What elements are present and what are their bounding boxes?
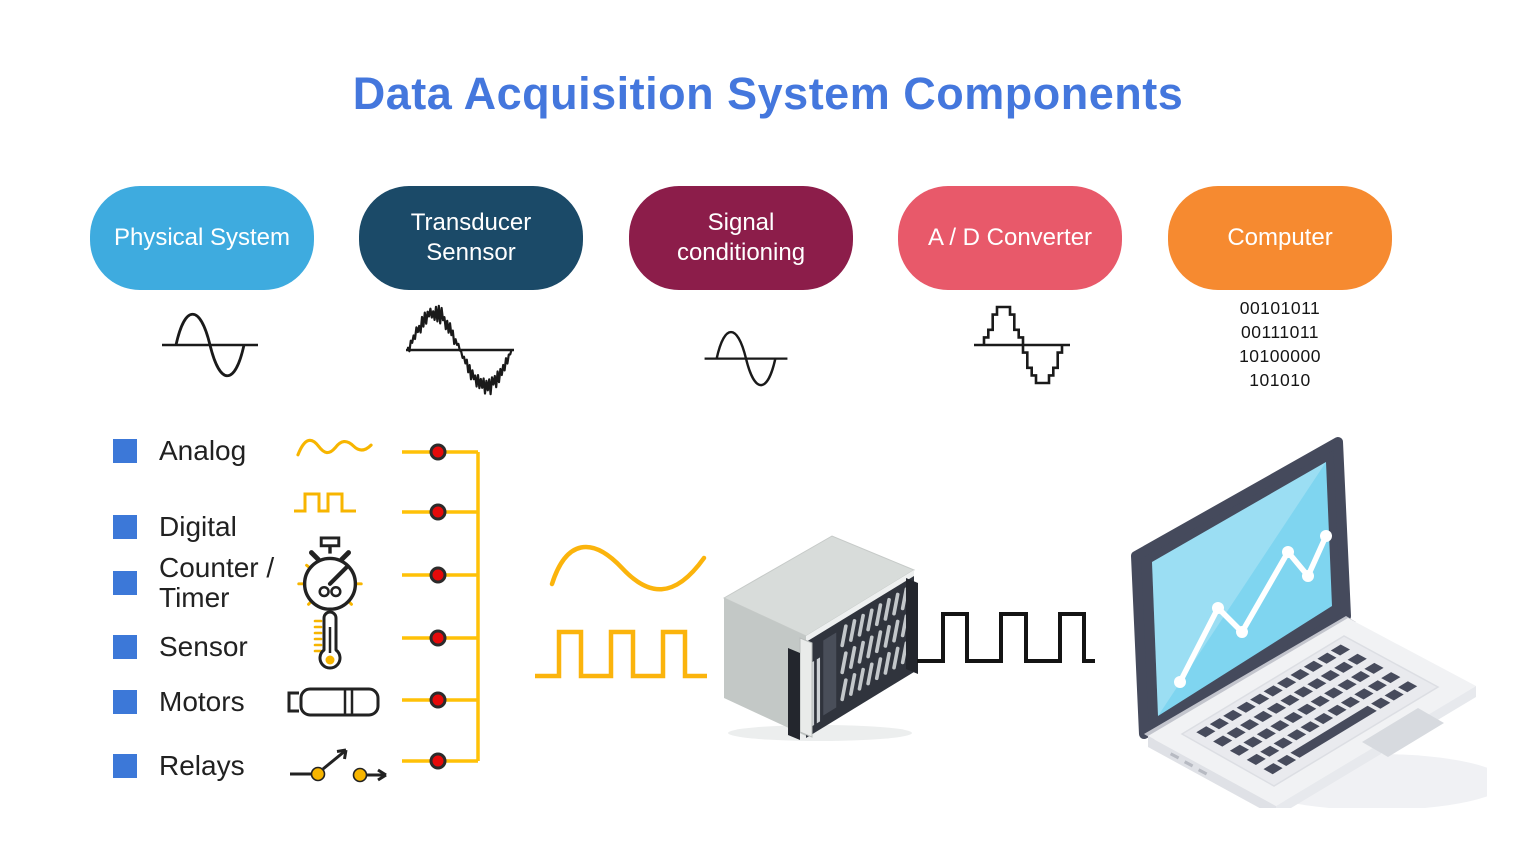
list-item-relays: Relays <box>113 746 309 786</box>
thermometer-icon <box>313 610 342 670</box>
quantized-sine-wave-icon <box>974 305 1070 385</box>
binary-line: 10100000 <box>1239 346 1321 366</box>
io-bus-wires <box>402 443 480 770</box>
laptop-line-chart <box>1131 437 1487 808</box>
digital-pulse-icon <box>294 492 356 513</box>
io-label: Digital <box>159 511 237 543</box>
sine-wave-icon <box>704 330 788 387</box>
digital-signal-square <box>535 629 707 679</box>
binary-line: 101010 <box>1249 370 1311 390</box>
bullet-square <box>113 754 137 778</box>
daq-chassis <box>722 535 918 741</box>
io-label: Analog <box>159 435 247 467</box>
motor-icon <box>287 687 380 717</box>
list-item-digital: Digital <box>113 507 309 547</box>
stopwatch-icon <box>297 536 363 618</box>
bullet-square <box>113 690 137 714</box>
stage-label: Physical System <box>113 224 291 251</box>
bullet-square <box>113 635 137 659</box>
stage-pill-physical-system: Physical System <box>90 186 314 290</box>
list-item-sensor: Sensor <box>113 627 309 667</box>
noisy-sine-wave-icon <box>406 304 514 396</box>
binary-line: 00101011 <box>1239 298 1321 318</box>
bullet-square <box>113 439 137 463</box>
list-item-analog: Analog <box>113 431 309 471</box>
list-item-motors: Motors <box>113 682 309 722</box>
stage-pill-ad-converter: A / D Converter <box>898 186 1122 290</box>
stage-pill-transducer-sensor: Transducer Sennsor <box>359 186 583 290</box>
io-label: Relays <box>159 750 245 782</box>
binary-line: 00111011 <box>1241 322 1319 342</box>
stage-label: A / D Converter <box>927 224 1093 251</box>
bullet-square <box>113 515 137 539</box>
list-item-counter-timer: Counter / Timer <box>113 551 309 615</box>
analog-wave-icon <box>296 438 373 457</box>
io-label: Counter / Timer <box>159 552 275 613</box>
output-signal-square <box>917 612 1095 663</box>
stage-label: Computer <box>1227 224 1333 251</box>
stage-pill-signal-conditioning: Signal conditioning <box>629 186 853 290</box>
analog-signal-sine <box>549 544 707 592</box>
relay-switch-icon <box>290 748 387 783</box>
io-label: Motors <box>159 686 245 718</box>
binary-output: 00101011 00111011 10100000 101010 <box>1190 296 1370 392</box>
stage-pill-computer: Computer <box>1168 186 1392 290</box>
io-label: Sensor <box>159 631 248 663</box>
stage-label: Transducer Sennsor <box>410 209 532 266</box>
page-title: Data Acquisition System Components <box>352 68 1184 119</box>
stage-label: Signal conditioning <box>676 209 806 266</box>
sine-wave-icon <box>162 312 258 378</box>
bullet-square <box>113 571 137 595</box>
